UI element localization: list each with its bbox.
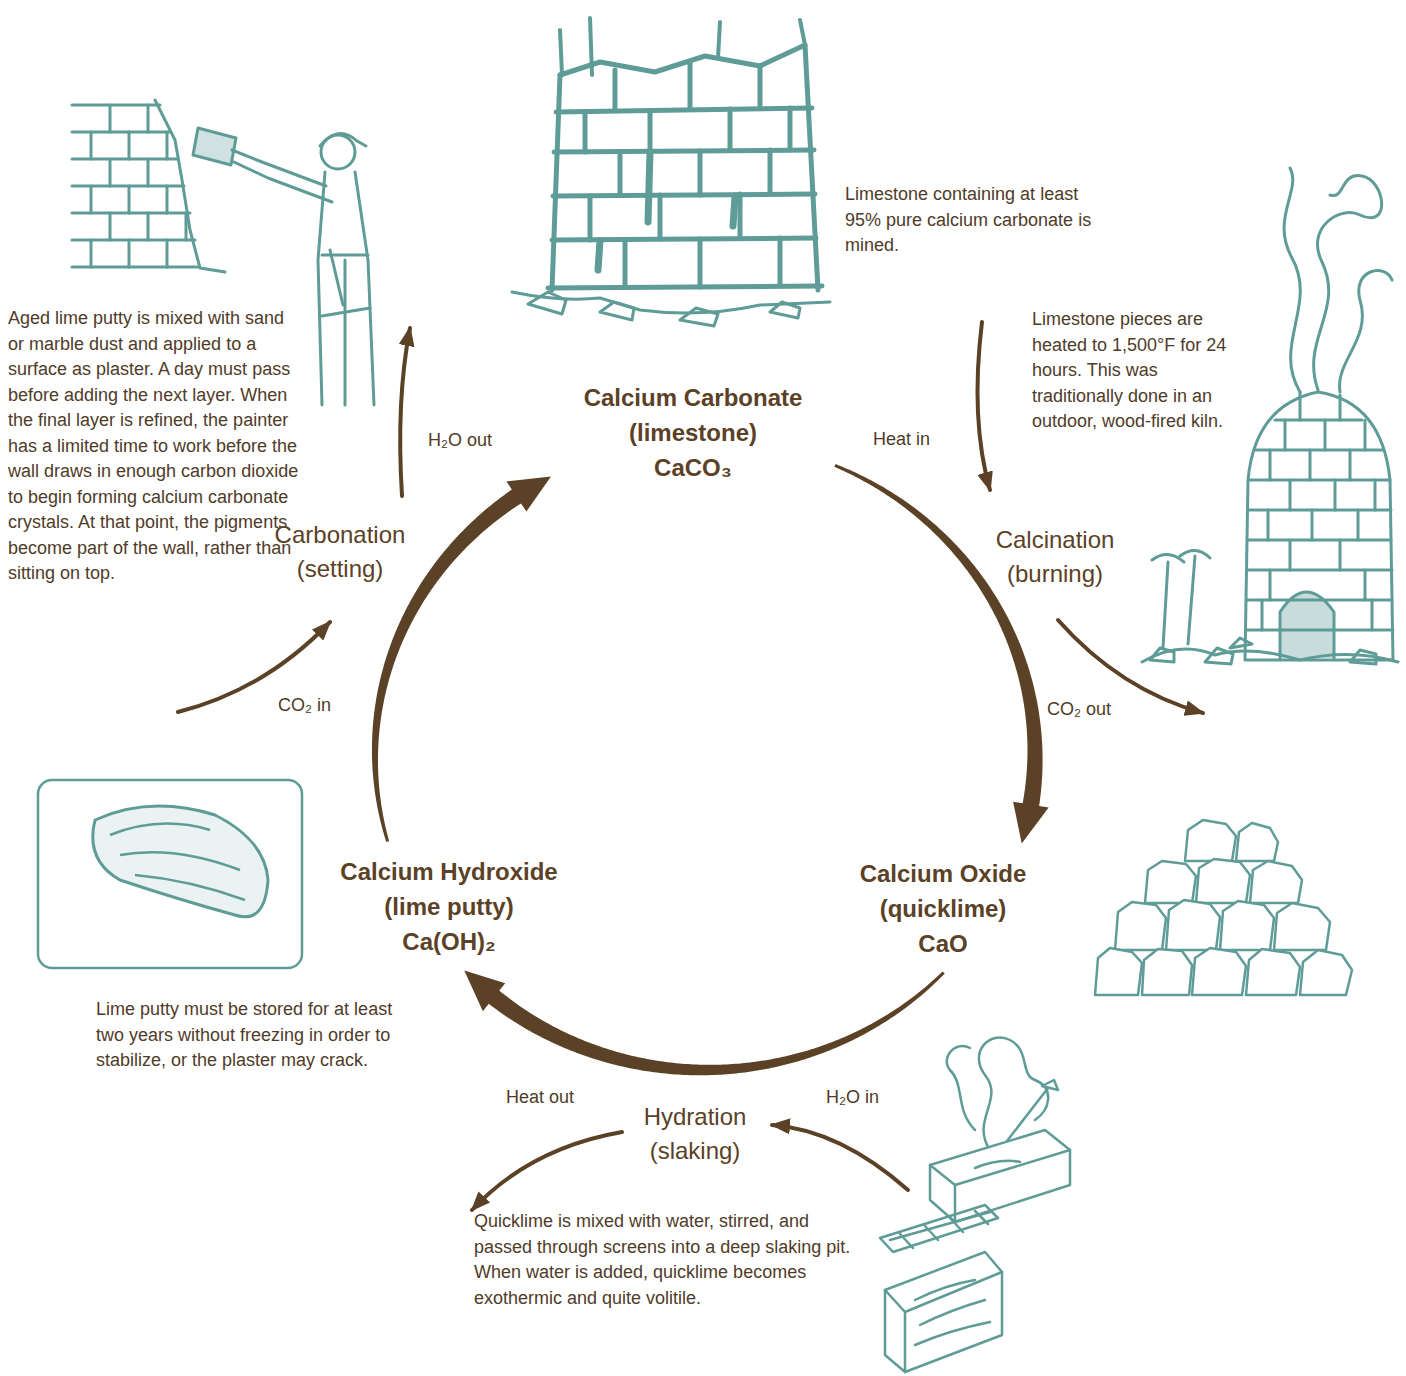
description-note: Quicklime is mixed with water, stirred, … (474, 1209, 856, 1311)
limestone-quarry-illustration (625, 238, 780, 287)
slaking-pit-illustration (880, 1205, 998, 1252)
plasterer-illustration (72, 105, 198, 267)
limestone-quarry-illustration (598, 152, 735, 270)
plasterer-illustration (155, 100, 225, 272)
quicklime-pile-illustration (1246, 949, 1300, 995)
kiln-illustration (1280, 592, 1334, 658)
limestone-quarry-illustration (512, 18, 830, 326)
flow-label: Heat out (506, 1086, 574, 1108)
process-label: Hydration (slaking) (610, 1100, 780, 1168)
plasterer-illustration (91, 105, 186, 267)
quicklime-pile-illustration (1236, 823, 1278, 861)
chemical-formula: CaO (813, 926, 1073, 961)
quicklime-pile-illustration (1166, 900, 1220, 950)
kiln-illustration (1284, 168, 1300, 392)
quicklime-pile-illustration (1196, 859, 1250, 903)
h2o-in-arrow (772, 1125, 908, 1190)
lime-putty-illustration (93, 806, 268, 917)
kiln-illustration (1150, 638, 1376, 664)
lime-putty-illustration (110, 824, 245, 900)
kiln-illustration (1152, 550, 1210, 648)
slaking-pit-illustration (885, 1272, 1002, 1372)
chemical-formula: CaCO₃ (563, 450, 823, 485)
limestone-quarry-illustration (552, 45, 818, 290)
plasterer-illustration (232, 150, 332, 202)
process-label: Calcination (burning) (970, 523, 1140, 591)
flow-label: CO₂ in (278, 694, 331, 716)
flow-label: H₂O in (826, 1086, 879, 1108)
slaking-pit-illustration (947, 1046, 975, 1130)
compound-name: Calcium Oxide (quicklime) (813, 856, 1073, 926)
chemical-formula: Ca(OH)₂ (319, 924, 579, 959)
quicklime-pile-illustration (1300, 950, 1352, 995)
compound-label: Calcium Carbonate (limestone)CaCO₃ (563, 380, 823, 485)
quicklime-pile-illustration (1095, 948, 1142, 995)
lime-putty-illustration (38, 780, 302, 968)
description-note: Limestone containing at least 95% pure c… (845, 182, 1095, 259)
slaking-pit-illustration (880, 1038, 1070, 1372)
compound-name: Calcium Carbonate (limestone) (563, 380, 823, 450)
slaking-pit-illustration (885, 1252, 1002, 1312)
compound-label: Calcium Hydroxide (lime putty)Ca(OH)₂ (319, 854, 579, 959)
limestone-quarry-illustration (620, 150, 770, 195)
slaking-pit-illustration (930, 1150, 1070, 1222)
description-note: Aged lime putty is mixed with sand or ma… (8, 306, 303, 587)
slaking-pit-illustration (915, 1280, 990, 1345)
lime-putty-illustration (38, 780, 302, 968)
description-note: Lime putty must be stored for at least t… (96, 997, 421, 1074)
compound-name: Calcium Hydroxide (lime putty) (319, 854, 579, 924)
plasterer-illustration (320, 134, 366, 146)
flow-label: H₂O out (428, 429, 492, 451)
description-note: Limestone pieces are heated to 1,500°F f… (1032, 307, 1244, 435)
h2o-out-arrow (400, 328, 410, 496)
heat-in-arrow (978, 322, 991, 490)
quicklime-pile-illustration (1250, 861, 1302, 903)
kiln-illustration (1245, 392, 1393, 660)
quicklime-pile-illustration (1142, 949, 1192, 995)
plasterer-illustration (193, 128, 236, 165)
compound-label: Calcium Oxide (quicklime)CaO (813, 856, 1073, 961)
cycle-arrow (464, 971, 944, 1076)
leader-arrows (178, 322, 1203, 1210)
quicklime-pile-illustration (1274, 903, 1330, 950)
limestone-quarry-illustration (548, 108, 822, 288)
limestone-quarry-illustration (528, 292, 800, 326)
plasterer-illustration (322, 250, 370, 316)
flow-label: CO₂ out (1047, 698, 1111, 720)
plasterer-illustration (318, 172, 374, 405)
heat-out-arrow (472, 1132, 622, 1210)
quicklime-pile-illustration (1220, 901, 1274, 950)
cycle-arrow (834, 464, 1048, 843)
slaking-pit-illustration (930, 1130, 1070, 1185)
flow-label: Heat in (873, 428, 930, 450)
quicklime-pile-illustration (1185, 820, 1236, 861)
quicklime-pile-illustration (1145, 861, 1196, 903)
process-label: Carbonation (setting) (255, 518, 425, 586)
quicklime-pile-illustration (1115, 902, 1166, 950)
kiln-illustration (1340, 270, 1392, 392)
quicklime-pile-illustration (1095, 820, 1352, 995)
limestone-quarry-illustration (590, 194, 740, 240)
limestone-quarry-illustration (615, 62, 760, 110)
limestone-quarry-illustration (560, 18, 805, 75)
limestone-quarry-illustration (585, 108, 790, 152)
quicklime-pile-illustration (1192, 948, 1246, 995)
limestone-quarry-illustration (560, 45, 805, 75)
slaking-pit-illustration (975, 1161, 1020, 1168)
